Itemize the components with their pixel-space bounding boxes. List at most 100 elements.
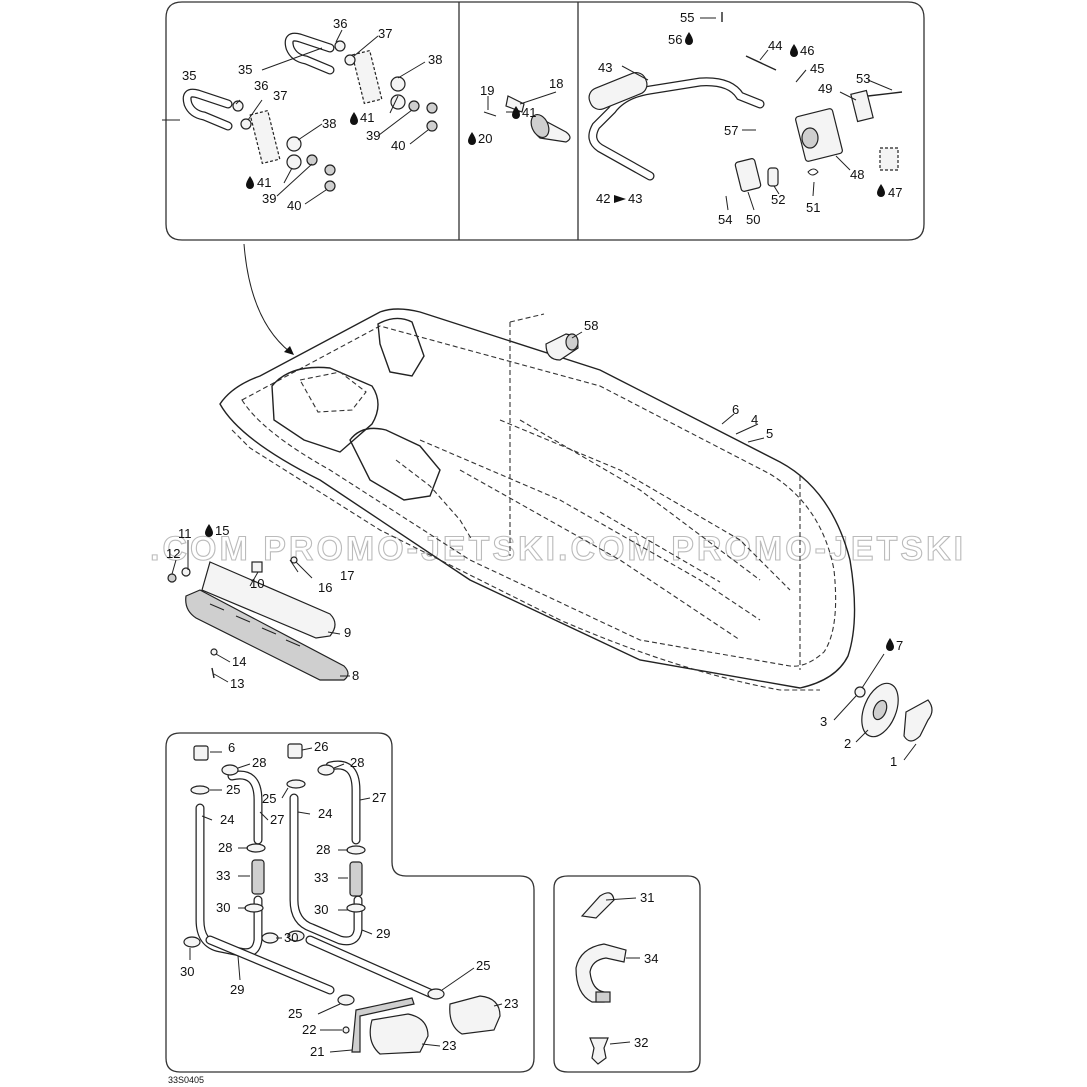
part-number: 27 xyxy=(372,790,386,805)
rear-seat-block xyxy=(377,317,425,377)
part-number: 17 xyxy=(340,568,354,583)
part-number: 5 xyxy=(766,426,773,441)
side-rail-slots xyxy=(209,603,301,647)
handlebar-clamp-bore xyxy=(801,127,819,149)
clamp xyxy=(244,903,264,913)
rivet xyxy=(251,561,263,573)
part-number: 29 xyxy=(376,926,390,941)
part-number: 41 xyxy=(257,175,271,190)
part-number: 35 xyxy=(238,62,252,77)
hull-labels: 58 6 4 5 11 15 12 10 16 17 9 14 13 8 7 3… xyxy=(166,318,903,769)
part-number: 19 xyxy=(480,83,494,98)
nut xyxy=(324,180,336,192)
hose-assembly xyxy=(183,743,501,1055)
part-number: 1 xyxy=(890,754,897,769)
top-left-leaders xyxy=(162,29,429,205)
hull-strake-2 xyxy=(519,419,761,581)
part-number: 13 xyxy=(230,676,244,691)
connector-33-right xyxy=(349,861,363,897)
part-number: 28 xyxy=(316,842,330,857)
part-number: 28 xyxy=(350,755,364,770)
hose-27-left-inner xyxy=(228,771,262,844)
hose-clip-tab xyxy=(595,991,611,1003)
part-number: 38 xyxy=(322,116,336,131)
hose-29-right-inner xyxy=(306,936,436,998)
part-number: 6 xyxy=(732,402,739,417)
part-number: 3 xyxy=(820,714,827,729)
part-number: 35 xyxy=(182,68,196,83)
hull-footwell-left xyxy=(419,439,761,621)
part-number: 31 xyxy=(640,890,654,905)
clamp xyxy=(337,994,355,1006)
bow-plate-center xyxy=(872,699,888,721)
hose-labels: 6 28 25 24 27 28 33 30 30 30 29 26 28 25… xyxy=(180,739,518,1059)
washer xyxy=(232,100,244,112)
part-number: 43 xyxy=(598,60,612,75)
nut xyxy=(306,154,318,166)
part-number: 26 xyxy=(314,739,328,754)
part-number: 8 xyxy=(352,668,359,683)
handlebar-assembly xyxy=(588,12,903,192)
lubricant-drop-icon xyxy=(685,32,693,45)
part-number: 37 xyxy=(273,88,287,103)
lubricant-drop-icon xyxy=(350,112,358,125)
washer xyxy=(286,136,302,152)
clip-leaders xyxy=(605,897,640,1045)
hull-frame-dashed xyxy=(509,313,801,670)
drain-plug-screw xyxy=(483,111,497,117)
clamp-cover xyxy=(850,89,874,123)
hose-24-right-inner xyxy=(290,794,362,945)
part-number: 57 xyxy=(724,123,738,138)
part-number: 33 xyxy=(314,870,328,885)
clamp xyxy=(317,764,335,776)
part-number: 49 xyxy=(818,81,832,96)
top-panel-frame xyxy=(165,1,925,241)
washer xyxy=(854,686,866,698)
clip-labels: 31 34 32 xyxy=(634,890,658,1050)
part-number: 12 xyxy=(166,546,180,561)
clip-panel-frame xyxy=(553,875,701,1073)
part-number: 4 xyxy=(751,412,758,427)
washer xyxy=(181,567,191,577)
bracket-21 xyxy=(351,997,415,1053)
washer xyxy=(390,76,406,92)
part-number: 32 xyxy=(634,1035,648,1050)
jet-pump-duct-2 xyxy=(395,459,473,541)
hull-inner-rim xyxy=(241,325,837,667)
handlebar-bolt xyxy=(745,55,777,71)
part-number: 18 xyxy=(549,76,563,91)
backing-plate-upper xyxy=(351,49,383,105)
top-left-labels: 35 36 37 38 35 36 37 41 39 40 38 41 39 4… xyxy=(182,16,442,213)
hose-29-left-inner xyxy=(206,936,334,994)
part-number: 51 xyxy=(806,200,820,215)
drawing-code: 33S0405 xyxy=(168,1075,204,1085)
top-right-labels: 55 56 43 44 46 45 53 49 57 48 42 43 54 5… xyxy=(596,10,902,227)
lubricant-drop-icon xyxy=(512,106,520,119)
part-number: 40 xyxy=(287,198,301,213)
lubricant-drop-icon xyxy=(468,132,476,145)
part-number: 10 xyxy=(250,576,264,591)
clamp xyxy=(287,930,305,942)
part-number: 55 xyxy=(680,10,694,25)
part-number: 36 xyxy=(254,78,268,93)
part-number: 6 xyxy=(228,740,235,755)
hull-gunwale xyxy=(231,429,820,691)
part-number: 30 xyxy=(216,900,230,915)
part-number: 47 xyxy=(888,185,902,200)
part-number: 29 xyxy=(230,982,244,997)
drain-plug-assembly xyxy=(483,95,571,143)
part-number: 7 xyxy=(896,638,903,653)
part-number: 30 xyxy=(314,902,328,917)
fastener-22 xyxy=(342,1026,350,1034)
part-number: 28 xyxy=(252,755,266,770)
lubricant-drop-icon xyxy=(886,638,894,651)
part-number: 58 xyxy=(584,318,598,333)
screw xyxy=(589,1037,609,1065)
washer xyxy=(390,94,406,110)
clamp xyxy=(190,785,210,795)
part-number: 42 xyxy=(596,191,610,206)
part-number: 25 xyxy=(476,958,490,973)
hull-leaders xyxy=(171,331,917,761)
part-number: 36 xyxy=(333,16,347,31)
backing-plate-lower xyxy=(249,109,281,165)
